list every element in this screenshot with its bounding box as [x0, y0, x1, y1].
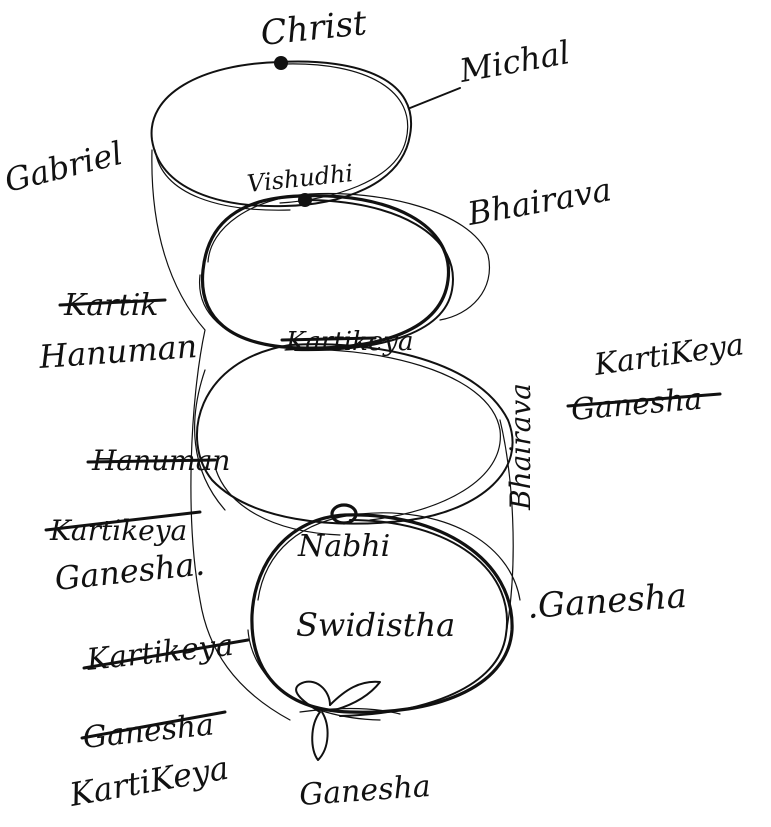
label-ganesha-bottom: Ganesha: [298, 769, 432, 813]
label-kartikeya-left-struck: Kartikeya: [49, 514, 187, 547]
label-kartikeya-bottom: KartiKeya: [66, 749, 232, 814]
label-nabhi: Nabhi: [297, 529, 390, 564]
struck-ganesha-right: Ganesha: [568, 382, 720, 428]
label-michal: Michal: [456, 33, 573, 90]
label-ganesha-low-struck: Ganesha: [81, 707, 215, 756]
struck-ganesha-low: Ganesha: [81, 707, 225, 756]
label-kartikeya-right: KartiKeya: [591, 327, 746, 383]
label-bhairava-side: Bhairava: [504, 383, 537, 511]
label-kartikeya-mid: Kartikeya: [285, 327, 413, 357]
label-bhairava-top: Bhairava: [464, 170, 614, 233]
label-kartikeya-low-struck: Kartikeya: [84, 628, 235, 678]
label-ganesha-left: Ganesha.: [53, 544, 207, 598]
struck-kartikeya-left: Kartikeya: [46, 512, 200, 547]
struck-kartikeya-low: Kartikeya: [84, 628, 248, 678]
michal-pointer-line: [410, 88, 460, 108]
label-christ: Christ: [259, 3, 369, 54]
label-ganesha-mid-right: .Ganesha: [526, 576, 688, 627]
christ-point: [274, 56, 288, 70]
label-hanuman: Hanuman: [37, 327, 198, 376]
bottom-petal-shape: [296, 682, 400, 760]
label-gabriel: Gabriel: [1, 134, 126, 200]
label-vishudhi: Vishudhi: [246, 159, 355, 198]
struck-hanuman-left: Hanuman: [88, 444, 230, 477]
struck-kartik-upper: Kartik: [60, 288, 165, 323]
vishudhi-point: [298, 193, 312, 207]
label-swidistha: Swidistha: [296, 606, 455, 644]
struck-kartikeya-mid: Kartikeya: [282, 327, 413, 357]
third-circle: [195, 344, 513, 535]
